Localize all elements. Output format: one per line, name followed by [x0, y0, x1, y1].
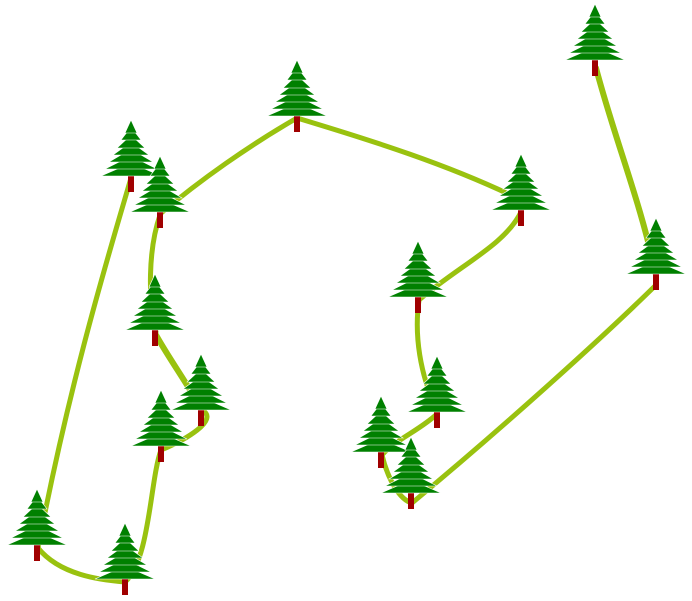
pine-tree-icon	[7, 489, 67, 561]
tree-foliage	[491, 154, 551, 210]
pine-tree-icon	[125, 274, 185, 346]
tree-foliage	[267, 60, 327, 116]
trees-group	[7, 4, 686, 595]
route-segment	[38, 178, 131, 548]
tree-foliage	[171, 354, 231, 410]
tree-trunk	[653, 272, 659, 290]
tree-trunk	[408, 491, 414, 509]
tree-foliage	[351, 396, 411, 452]
tree-trunk	[294, 114, 300, 132]
tree-trunk	[592, 58, 598, 76]
tree-trunk	[518, 208, 524, 226]
route-segment	[160, 118, 297, 214]
tree-trunk	[198, 408, 204, 426]
tree-trunk	[34, 543, 40, 561]
pine-tree-icon	[267, 60, 327, 132]
pine-tree-icon	[407, 356, 467, 428]
tree-trunk	[122, 577, 128, 595]
tree-foliage	[125, 274, 185, 330]
pine-tree-icon	[626, 218, 686, 290]
tree-foliage	[101, 120, 161, 176]
tree-foliage	[565, 4, 625, 60]
tree-trunk	[434, 410, 440, 428]
tree-trunk	[158, 444, 164, 462]
tree-foliage	[131, 390, 191, 446]
tree-trunk	[378, 450, 384, 468]
tree-foliage	[626, 218, 686, 274]
tree-foliage	[7, 489, 67, 545]
pine-tree-icon	[565, 4, 625, 76]
route-segment	[297, 118, 521, 200]
tree-trunk	[128, 174, 134, 192]
tree-foliage	[407, 356, 467, 412]
pine-tree-icon	[171, 354, 231, 426]
tree-foliage	[388, 241, 448, 297]
tree-trunk	[157, 210, 163, 228]
tree-trunk	[415, 295, 421, 313]
pine-tree-icon	[388, 241, 448, 313]
tree-trunk	[152, 328, 158, 346]
